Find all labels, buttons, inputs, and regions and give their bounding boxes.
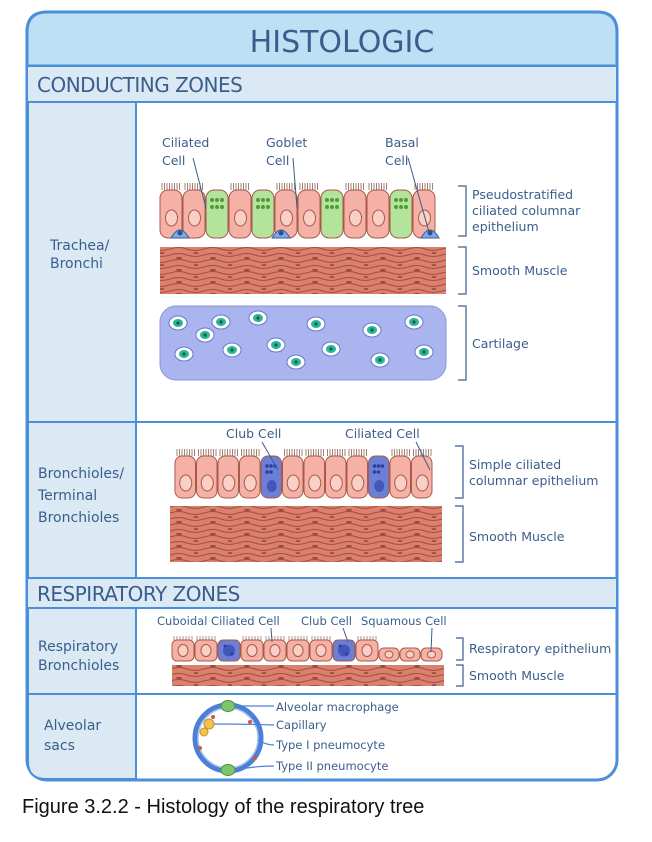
bracket-cartilage (458, 305, 467, 381)
cuboidal-pointer (270, 627, 273, 643)
respiratory-zones-title: RESPIRATORY ZONES (37, 582, 240, 606)
cuboidal-cell-label: Cuboidal Ciliated Cell (157, 614, 280, 628)
bracket-simple-epithelium (455, 445, 464, 499)
pseudostratified-epithelium (159, 183, 440, 239)
capillary-2 (199, 727, 209, 737)
sidebar-bronchioles (27, 421, 137, 579)
bronchiole-smooth-muscle (170, 506, 442, 562)
conducting-zones-header (26, 65, 618, 103)
ciliated-cell-pointer-2 (415, 441, 431, 471)
label-resp-bronchioles: Bronchioles (38, 658, 119, 674)
pseudostratified-label-3: epithelium (472, 219, 539, 234)
smooth-muscle-label-2: Smooth Muscle (469, 529, 565, 544)
sidebar-alveolar (27, 693, 137, 780)
label-bronchi: Bronchi (50, 256, 103, 272)
title-band (25, 10, 619, 68)
pointer-capillary (213, 723, 275, 726)
squamous-pointer (430, 627, 433, 653)
sidebar-trachea (27, 101, 137, 423)
club-cell-label-bronchioles: Club Cell (226, 426, 281, 441)
label-bronchioles: Bronchioles/ (38, 466, 124, 482)
label-terminal: Terminal (37, 488, 97, 504)
cartilage (159, 305, 447, 381)
respiratory-epithelium (171, 636, 443, 662)
label-alveolar: Alveolar (44, 718, 101, 734)
bracket-muscle-1 (458, 246, 467, 295)
ciliated-cell-label-bronchioles: Ciliated Cell (345, 426, 420, 441)
type2-pneumocyte-label: Type II pneumocyte (275, 759, 388, 773)
alveolar-macrophage (220, 700, 236, 712)
pointer-type2 (234, 765, 275, 771)
alveolar-macrophage-label: Alveolar macrophage (276, 700, 399, 714)
club-cell-label-resp: Club Cell (301, 614, 352, 628)
diagram-title: HISTOLOGIC (250, 25, 435, 60)
goblet-cell-label: Goblet (266, 135, 307, 150)
goblet-cell (389, 189, 413, 239)
goblet-cell-pointer (292, 157, 298, 209)
ciliated-cell-label-2: Cell (162, 153, 185, 168)
bracket-muscle-3 (456, 664, 464, 687)
type2-pneumocyte (220, 764, 236, 776)
basal-cell-label-2: Cell (385, 153, 408, 168)
club-cell-pointer-1 (261, 441, 279, 471)
bracket-epithelium (458, 185, 467, 237)
cartilage-label: Cartilage (472, 336, 529, 351)
goblet-cell (320, 189, 344, 239)
ciliated-cell-label: Ciliated (162, 135, 209, 150)
simple-columnar-epithelium (174, 449, 433, 499)
label-respiratory: Respiratory (38, 639, 118, 655)
respiratory-zones-header (26, 577, 618, 609)
type1-pneumocyte-label: Type I pneumocyte (275, 738, 385, 752)
pseudostratified-label-2: ciliated columnar (472, 203, 581, 218)
sidebar-resp-bronchioles (27, 607, 137, 695)
pointer-type1 (257, 739, 275, 746)
goblet-cell (205, 189, 229, 239)
label-trachea: Trachea/ (49, 238, 110, 254)
bracket-muscle-2 (455, 505, 464, 563)
smooth-muscle-label-1: Smooth Muscle (472, 263, 568, 278)
basal-cell-label: Basal (385, 135, 419, 150)
simple-ciliated-label-1: Simple ciliated (469, 457, 561, 472)
bracket-resp-epithelium (456, 637, 464, 661)
basal-cell-pointer (407, 157, 430, 233)
squamous-cell-label: Squamous Cell (361, 614, 447, 628)
figure-caption: Figure 3.2.2 - Histology of the respirat… (22, 796, 425, 818)
capillary-label: Capillary (276, 718, 327, 732)
resp-smooth-muscle (172, 665, 444, 686)
club-pointer-resp (342, 627, 349, 643)
conducting-zones-title: CONDUCTING ZONES (37, 73, 242, 97)
goblet-cell-label-2: Cell (266, 153, 289, 168)
trachea-smooth-muscle (160, 247, 446, 294)
chondrocytes (168, 310, 434, 370)
respiratory-epithelium-label: Respiratory epithelium (469, 641, 611, 656)
label-sacs: sacs (44, 738, 75, 754)
smooth-muscle-label-3: Smooth Muscle (469, 668, 565, 683)
simple-ciliated-label-2: columnar epithelium (469, 473, 598, 488)
label-terminal-bronchioles: Bronchioles (38, 510, 119, 526)
pseudostratified-label-1: Pseudostratified (472, 187, 573, 202)
goblet-cell (251, 189, 275, 239)
ciliated-cell-pointer (192, 157, 207, 209)
capillary (203, 718, 215, 730)
